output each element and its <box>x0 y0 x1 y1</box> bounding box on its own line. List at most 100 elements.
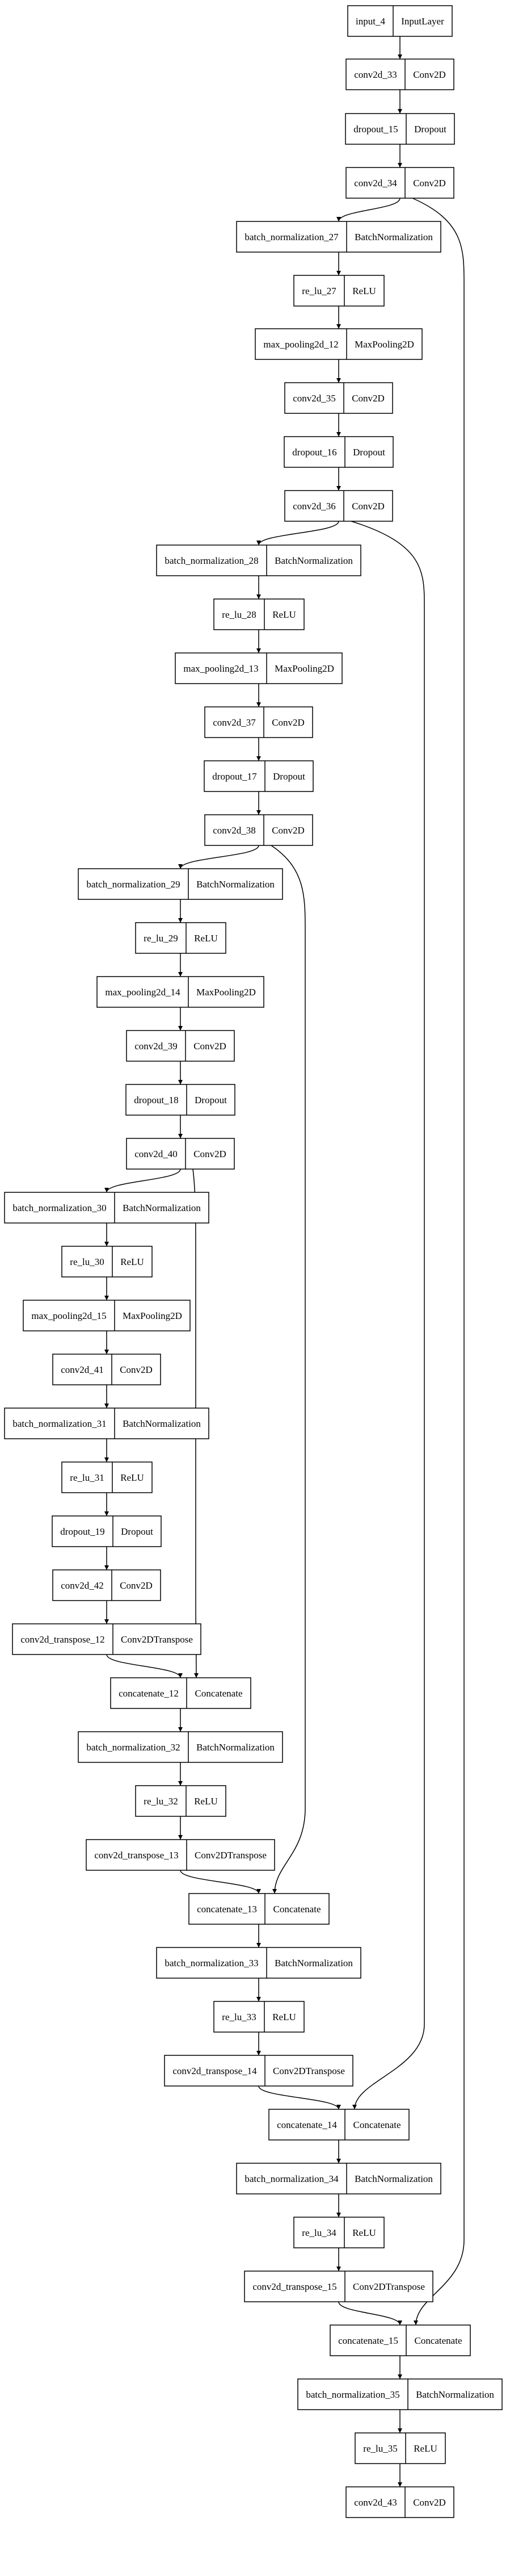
layer-box <box>135 922 226 954</box>
layer-box <box>255 328 423 360</box>
edge-n4-to-n44 <box>412 198 465 2326</box>
layer-type: Dropout <box>195 1095 227 1105</box>
layer-type: ReLU <box>352 2227 376 2238</box>
layer-name: conv2d_transpose_14 <box>172 2066 257 2076</box>
layer-box <box>96 976 264 1008</box>
layer-box <box>61 1246 153 1277</box>
layer-box <box>52 1515 162 1547</box>
layer-type: MaxPooling2D <box>355 339 414 350</box>
layer-name: re_lu_28 <box>222 609 256 620</box>
layer-type: Dropout <box>121 1526 153 1537</box>
layer-box <box>345 58 454 90</box>
edge-n39-to-n40 <box>258 2085 341 2110</box>
layer-box <box>52 1354 161 1385</box>
layer-type: ReLU <box>194 1796 218 1807</box>
layer-type: BatchNormalization <box>275 1958 353 1968</box>
edge-n35-to-n36 <box>180 1870 261 1894</box>
layer-name: concatenate_15 <box>338 2335 398 2346</box>
layer-box <box>175 652 343 684</box>
layer-name: conv2d_transpose_13 <box>94 1850 178 1861</box>
layer-name: batch_normalization_32 <box>86 1742 180 1753</box>
layer-name: re_lu_27 <box>302 286 336 296</box>
layer-name: dropout_16 <box>292 447 336 458</box>
edge-n22-to-n23 <box>104 1168 181 1193</box>
layer-box <box>4 1192 209 1224</box>
layer-type: Conv2D <box>120 1364 153 1375</box>
layer-name: conv2d_40 <box>134 1149 178 1159</box>
layer-type: MaxPooling2D <box>123 1310 182 1321</box>
layer-type: Concatenate <box>414 2335 462 2346</box>
layer-name: conv2d_transpose_15 <box>252 2281 336 2292</box>
layer-type: Concatenate <box>195 1688 242 1699</box>
layer-name: re_lu_32 <box>144 1796 178 1807</box>
layer-node-conv2d_transpose_15: conv2d_transpose_15 Conv2DTranspose <box>244 2271 433 2302</box>
layer-box <box>52 1569 161 1601</box>
layer-node-re_lu_32: re_lu_32 ReLU <box>135 1785 226 1817</box>
layer-type: BatchNormalization <box>355 2173 433 2184</box>
layer-box <box>236 221 441 253</box>
layer-type: Conv2DTranspose <box>195 1850 267 1861</box>
layer-box <box>135 1785 226 1817</box>
layer-name: conv2d_39 <box>134 1041 178 1052</box>
layer-box <box>284 436 394 468</box>
layer-node-concatenate_15: concatenate_15 Concatenate <box>330 2324 471 2356</box>
layer-name: re_lu_35 <box>363 2443 397 2454</box>
layer-type: MaxPooling2D <box>275 663 334 674</box>
layer-name: dropout_17 <box>212 771 257 782</box>
layer-type: Concatenate <box>273 1904 321 1915</box>
layer-box <box>204 760 314 792</box>
layer-name: conv2d_41 <box>61 1364 104 1375</box>
edge-n10-to-n40 <box>351 521 425 2110</box>
layer-box <box>204 814 313 846</box>
layer-box <box>297 2378 503 2410</box>
layer-type: Dropout <box>273 771 305 782</box>
layer-type: Conv2D <box>413 2497 446 2508</box>
layer-name: re_lu_33 <box>222 2012 256 2022</box>
layer-name: batch_normalization_31 <box>12 1418 106 1429</box>
layer-type: ReLU <box>194 933 218 944</box>
layer-node-conv2d_transpose_13: conv2d_transpose_13 Conv2DTranspose <box>86 1839 275 1871</box>
layer-box <box>213 598 305 630</box>
layer-name: conv2d_43 <box>354 2497 397 2508</box>
layer-type: BatchNormalization <box>123 1203 201 1213</box>
layer-type: ReLU <box>414 2443 437 2454</box>
layer-box <box>110 1677 251 1709</box>
layer-name: conv2d_33 <box>354 69 397 80</box>
layer-type: BatchNormalization <box>196 1742 275 1753</box>
layer-box <box>4 1408 209 1439</box>
edge-n43-to-n44 <box>338 2301 402 2326</box>
layer-type: Conv2DTranspose <box>353 2281 425 2292</box>
layer-name: conv2d_transpose_12 <box>20 1634 104 1645</box>
layer-box <box>293 275 385 307</box>
layer-box <box>293 2217 385 2248</box>
layer-type: Conv2D <box>352 501 385 512</box>
layer-name: dropout_15 <box>353 124 398 135</box>
layer-type: ReLU <box>120 1256 144 1267</box>
layer-box <box>156 1947 361 1979</box>
layer-name: batch_normalization_27 <box>245 232 339 242</box>
layer-name: re_lu_34 <box>302 2227 336 2238</box>
layer-name: conv2d_35 <box>293 393 336 404</box>
